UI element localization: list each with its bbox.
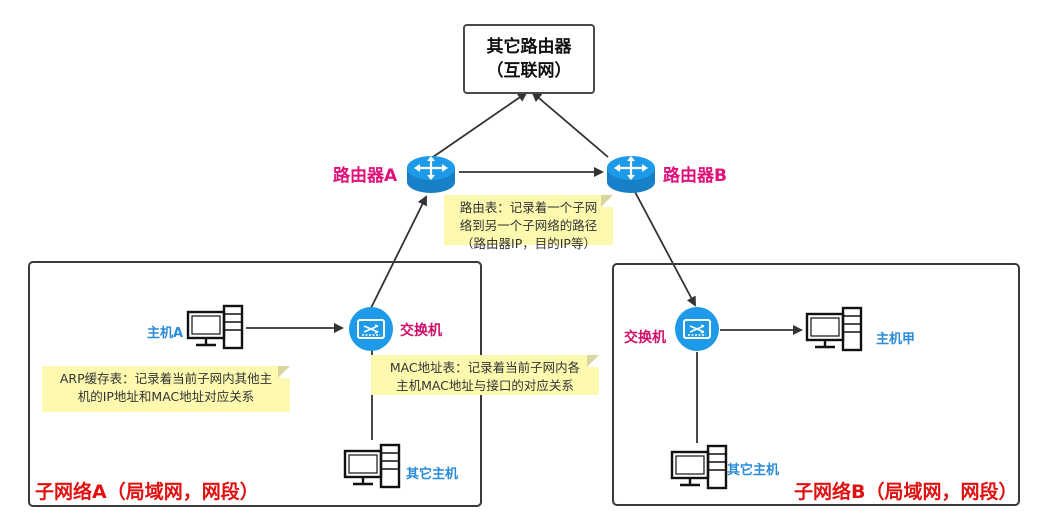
note-fold-corner [587, 355, 599, 367]
routing-table-note-line2: 络到另一个子网络的路径 [459, 218, 598, 233]
internet-router-box: 其它路由器 （互联网） [463, 24, 595, 94]
router-a-icon [405, 154, 457, 195]
host-a-label: 主机A [147, 326, 184, 341]
router-b-label: 路由器B [663, 166, 727, 186]
subnet-b-title: 子网络B（局域网，网段） [794, 481, 1018, 503]
internet-router-title: 其它路由器 [486, 37, 572, 57]
link-router-b-to-internet [531, 91, 609, 158]
mac-table-note: MAC地址表：记录着当前子网内各 主机MAC地址与接口的对应关系 [371, 355, 599, 395]
link-switch-a-to-router-a [369, 195, 427, 311]
subnet-a-title: 子网络A（局域网，网段） [35, 481, 259, 503]
arp-cache-note-line2: 机的IP地址和MAC地址对应关系 [77, 389, 255, 404]
link-router-b-to-switch-b [633, 189, 696, 307]
switch-a-label: 交换机 [400, 323, 442, 339]
mac-table-note-line2: 主机MAC地址与接口的对应关系 [396, 378, 574, 393]
router-a-label: 路由器A [333, 166, 398, 186]
host-jia-label: 主机甲 [876, 332, 916, 347]
note-fold-corner [601, 195, 613, 207]
switch-b-label: 交换机 [624, 330, 666, 346]
internet-router-subtitle: （互联网） [486, 61, 572, 81]
router-b-icon [605, 154, 657, 195]
arp-cache-note-line1: ARP缓存表：记录着当前子网内其他主 [59, 371, 273, 386]
other-host-b-label: 其它主机 [727, 463, 780, 478]
mac-table-note-line1: MAC地址表：记录着当前子网内各 [389, 360, 581, 375]
routing-table-note-line3: （路由器IP，目的IP等） [461, 236, 596, 251]
link-router-a-to-internet [432, 91, 528, 158]
routing-table-note-line1: 路由表：记录着一个子网 [459, 200, 598, 215]
routing-table-note: 路由表：记录着一个子网 络到另一个子网络的路径 （路由器IP，目的IP等） [444, 195, 613, 251]
subnet-b-frame [612, 263, 1020, 506]
other-host-a-label: 其它主机 [406, 467, 459, 482]
arp-cache-note: ARP缓存表：记录着当前子网内其他主 机的IP地址和MAC地址对应关系 [42, 366, 290, 412]
note-fold-corner [278, 366, 290, 378]
